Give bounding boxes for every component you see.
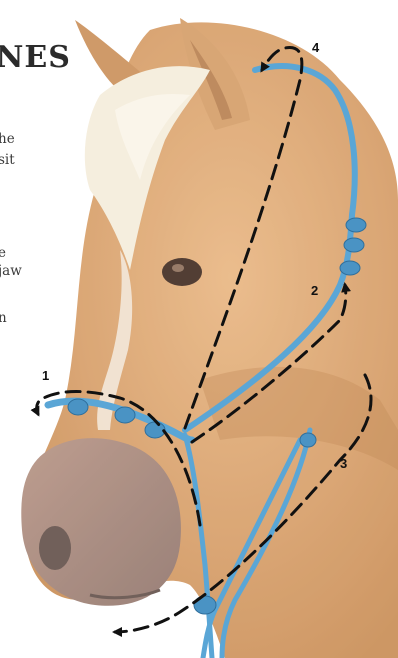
text-fragment: sit: [0, 152, 15, 168]
arrow-3: [115, 375, 371, 632]
text-fragment: he: [0, 131, 15, 147]
text-fragment: jaw: [0, 263, 22, 279]
text-fragment: n: [0, 310, 7, 326]
arrow-2: [192, 285, 346, 442]
text-fragment: e: [0, 245, 6, 261]
section-heading: NES: [0, 40, 71, 75]
step-label-1: 1: [42, 368, 49, 383]
step-label-3: 3: [340, 456, 347, 471]
step-label-4: 4: [312, 40, 319, 55]
step-label-2: 2: [311, 283, 318, 298]
arrow-1: [37, 392, 200, 526]
